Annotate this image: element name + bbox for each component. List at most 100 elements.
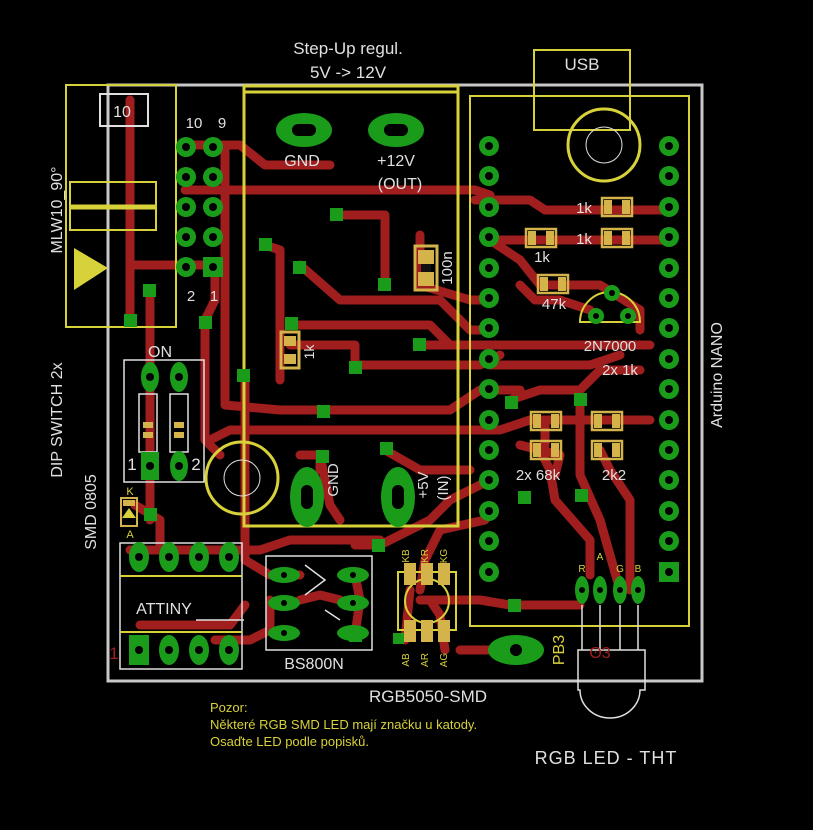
conn-pin10-label: 10 (186, 115, 203, 132)
via (285, 317, 298, 330)
attiny-chip: ATTINY 1 (109, 542, 244, 670)
rgb-led-tht: R A G B ʘ3 RGB LED - THT (535, 552, 678, 768)
pin1-arrow-icon (74, 248, 108, 290)
via (413, 338, 426, 351)
pb3-pad: PB3 (488, 599, 568, 665)
res-2x1k-label: 2x 1k (602, 362, 638, 379)
dip-switch: DIP SWITCH 2x ON 1 2 (49, 344, 205, 483)
via (293, 261, 306, 274)
out-label: (OUT) (378, 176, 422, 193)
led-a-label: A (126, 529, 134, 541)
in-label: (IN) (435, 476, 452, 501)
via (518, 491, 531, 504)
res-1k-b (600, 227, 634, 249)
connector-mlw10: 10 MLW10_90° 10 9 2 1 (49, 84, 226, 329)
res-2k2-label: 2k2 (602, 467, 626, 484)
via (330, 208, 343, 221)
via (380, 442, 393, 455)
conn-pin10-box-label: 10 (113, 104, 131, 121)
stepup-title: Step-Up regul. (293, 39, 403, 58)
rgb-tht-label: RGB LED - THT (535, 748, 678, 768)
dip-on-label: ON (148, 344, 172, 361)
arduino-label: Arduino NANO (709, 322, 726, 428)
rgb5050-label: RGB5050-SMD (369, 687, 487, 706)
arduino-right-pins (659, 136, 679, 582)
res-1k-c (524, 227, 558, 249)
bs800n: BS800N (265, 539, 385, 673)
via (349, 629, 362, 642)
pb3-label: PB3 (551, 635, 568, 665)
stepup-regulator: Step-Up regul. 5V -> 12V GND +12V (OUT) … (237, 39, 460, 528)
arduino-left-pins (479, 136, 499, 582)
via (508, 599, 521, 612)
kr-label: KR (420, 549, 431, 563)
via (144, 508, 157, 521)
attiny-pin1-label: 1 (109, 644, 118, 663)
conn-pin1-label: 1 (210, 288, 218, 305)
rgb5050: KB KR KG AB AR AG RGB5050-SMD (369, 549, 487, 706)
via (316, 450, 329, 463)
via (143, 284, 156, 297)
attiny-label: ATTINY (136, 601, 192, 618)
res-47k (536, 273, 570, 295)
mounting-hole-left (204, 440, 280, 516)
v12-out-label: +12V (377, 153, 415, 170)
via (505, 396, 518, 409)
kg-label: KG (439, 549, 450, 564)
smd0805-label: SMD 0805 (83, 474, 100, 550)
via (393, 633, 404, 644)
conn-pin9-label: 9 (218, 115, 226, 132)
connector-name: MLW10_90° (49, 166, 66, 253)
pin-a-label: A (597, 552, 604, 563)
warning-note: Pozor: Některé RGB SMD LED mají značku u… (210, 700, 477, 749)
usb-label: USB (565, 55, 600, 74)
conn-pin2-label: 2 (187, 288, 195, 305)
pin-r-label: R (578, 564, 585, 575)
via (199, 316, 212, 329)
res-1k-left (279, 330, 301, 370)
usb-outline (533, 49, 631, 131)
dip-switch-label: DIP SWITCH 2x (49, 362, 66, 477)
via (378, 278, 391, 291)
note-line1: Některé RGB SMD LED mají značku u katody… (210, 717, 477, 732)
stepup-outline (242, 84, 460, 528)
transistor-2n7000 (578, 285, 642, 324)
note-title: Pozor: (210, 700, 248, 715)
gnd-in-label: GND (325, 463, 342, 497)
v5-in-label: +5V (415, 471, 432, 498)
note-line2: Osaďte LED podle popisků. (210, 734, 369, 749)
arduino-nano: Arduino NANO USB (469, 49, 726, 627)
connector-pins (176, 137, 223, 277)
via (575, 489, 588, 502)
cap-100n (413, 244, 439, 292)
ab-label: AB (401, 653, 412, 667)
res-1k-a (600, 196, 634, 218)
via (237, 369, 250, 382)
bs800n-label: BS800N (284, 656, 344, 673)
res-1k-left-label: 1k (301, 344, 317, 360)
res-pair-row1 (529, 410, 624, 432)
mounting-hole-usb (566, 107, 642, 183)
led-k-label: K (126, 486, 134, 498)
smd-led: K A (120, 486, 157, 541)
ar-label: AR (420, 653, 431, 667)
cap-100n-label: 100n (439, 251, 456, 284)
pin-b-label: B (635, 564, 642, 575)
via (372, 539, 385, 552)
res-pair-row2 (529, 439, 624, 461)
res-1k-c-label: 1k (534, 249, 550, 266)
dip-1-label: 1 (127, 455, 136, 474)
via (259, 238, 272, 251)
pin-g-label: G (616, 564, 624, 575)
res-1k-b-label: 1k (576, 231, 592, 248)
stepup-subtitle: 5V -> 12V (310, 63, 387, 82)
transistor-label: 2N7000 (584, 338, 637, 355)
res-47k-label: 47k (542, 296, 567, 313)
res-2x68k-label: 2x 68k (516, 467, 561, 484)
res-1k-a-label: 1k (576, 200, 592, 217)
dip-2-label: 2 (191, 455, 200, 474)
via (317, 405, 330, 418)
via (124, 314, 137, 327)
connector-outline (65, 84, 177, 328)
